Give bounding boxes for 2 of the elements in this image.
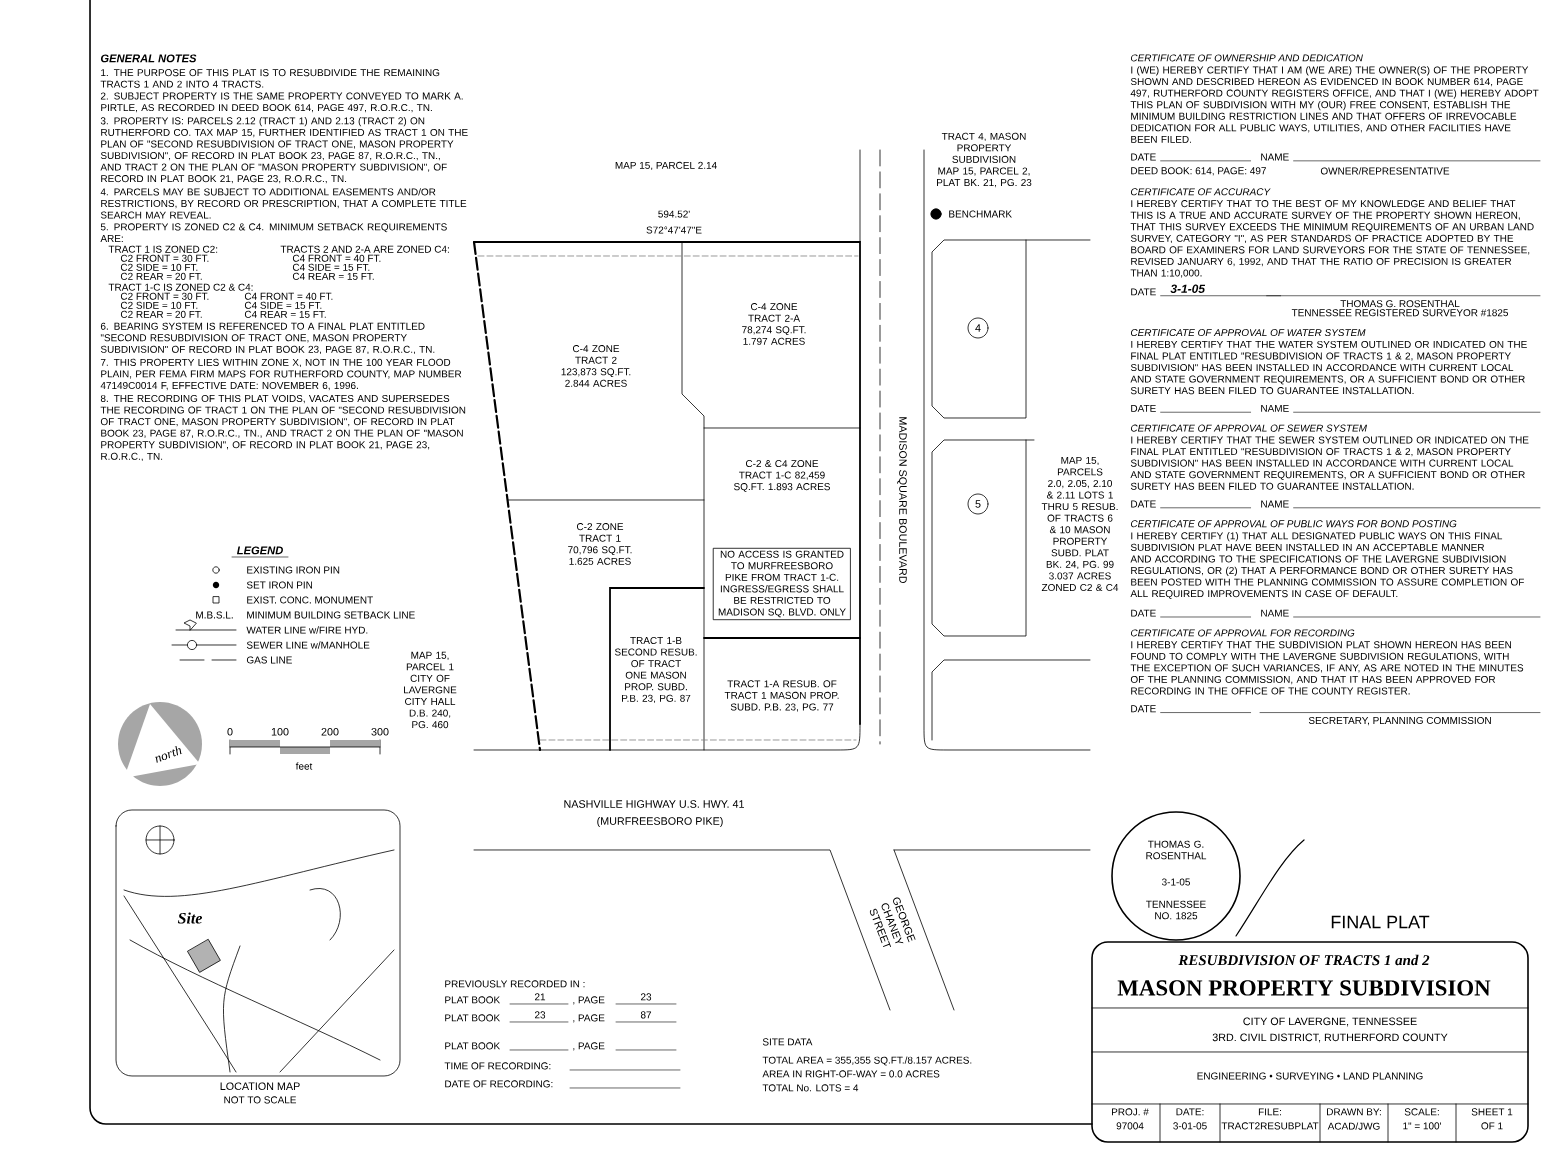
sheet-title: FINAL PLAT xyxy=(1331,915,1430,929)
plat-title: MASON PROPERTY SUBDIVISION xyxy=(1117,980,1491,996)
